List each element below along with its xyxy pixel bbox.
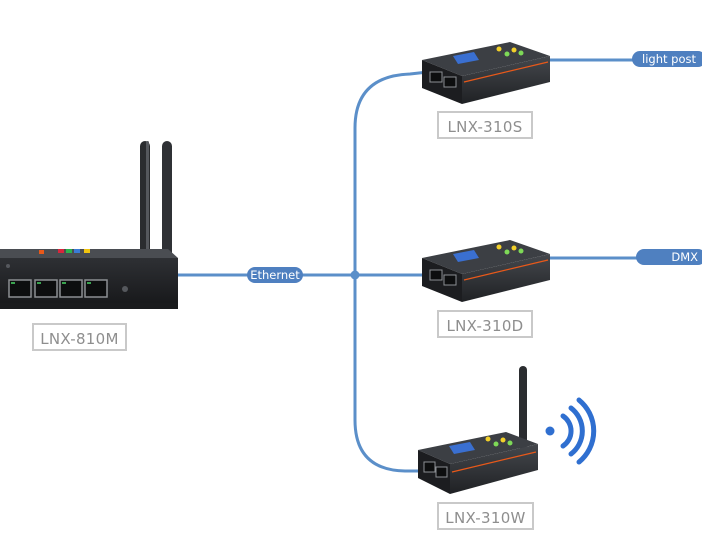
device-label-lnx-310d: LNX-310D [437,310,533,338]
connection-lines [174,58,642,473]
branch-line-top [353,70,430,277]
node-icon-310d [422,240,550,302]
output-label-light-post: light post [632,51,702,67]
wireless-node-icon [418,366,538,494]
wireless-signal-icon [545,397,597,465]
branch-line-bottom [353,273,424,473]
device-label-lnx-310s: LNX-310S [437,111,533,139]
output-label-dmx: DMX [636,249,702,265]
device-label-lnx-310w: LNX-310W [437,502,534,530]
router-icon [0,141,178,309]
device-label-lnx-810m: LNX-810M [32,323,127,351]
ethernet-label: Ethernet [247,267,303,283]
junction-node [350,270,360,280]
node-icon-310s [422,42,550,104]
